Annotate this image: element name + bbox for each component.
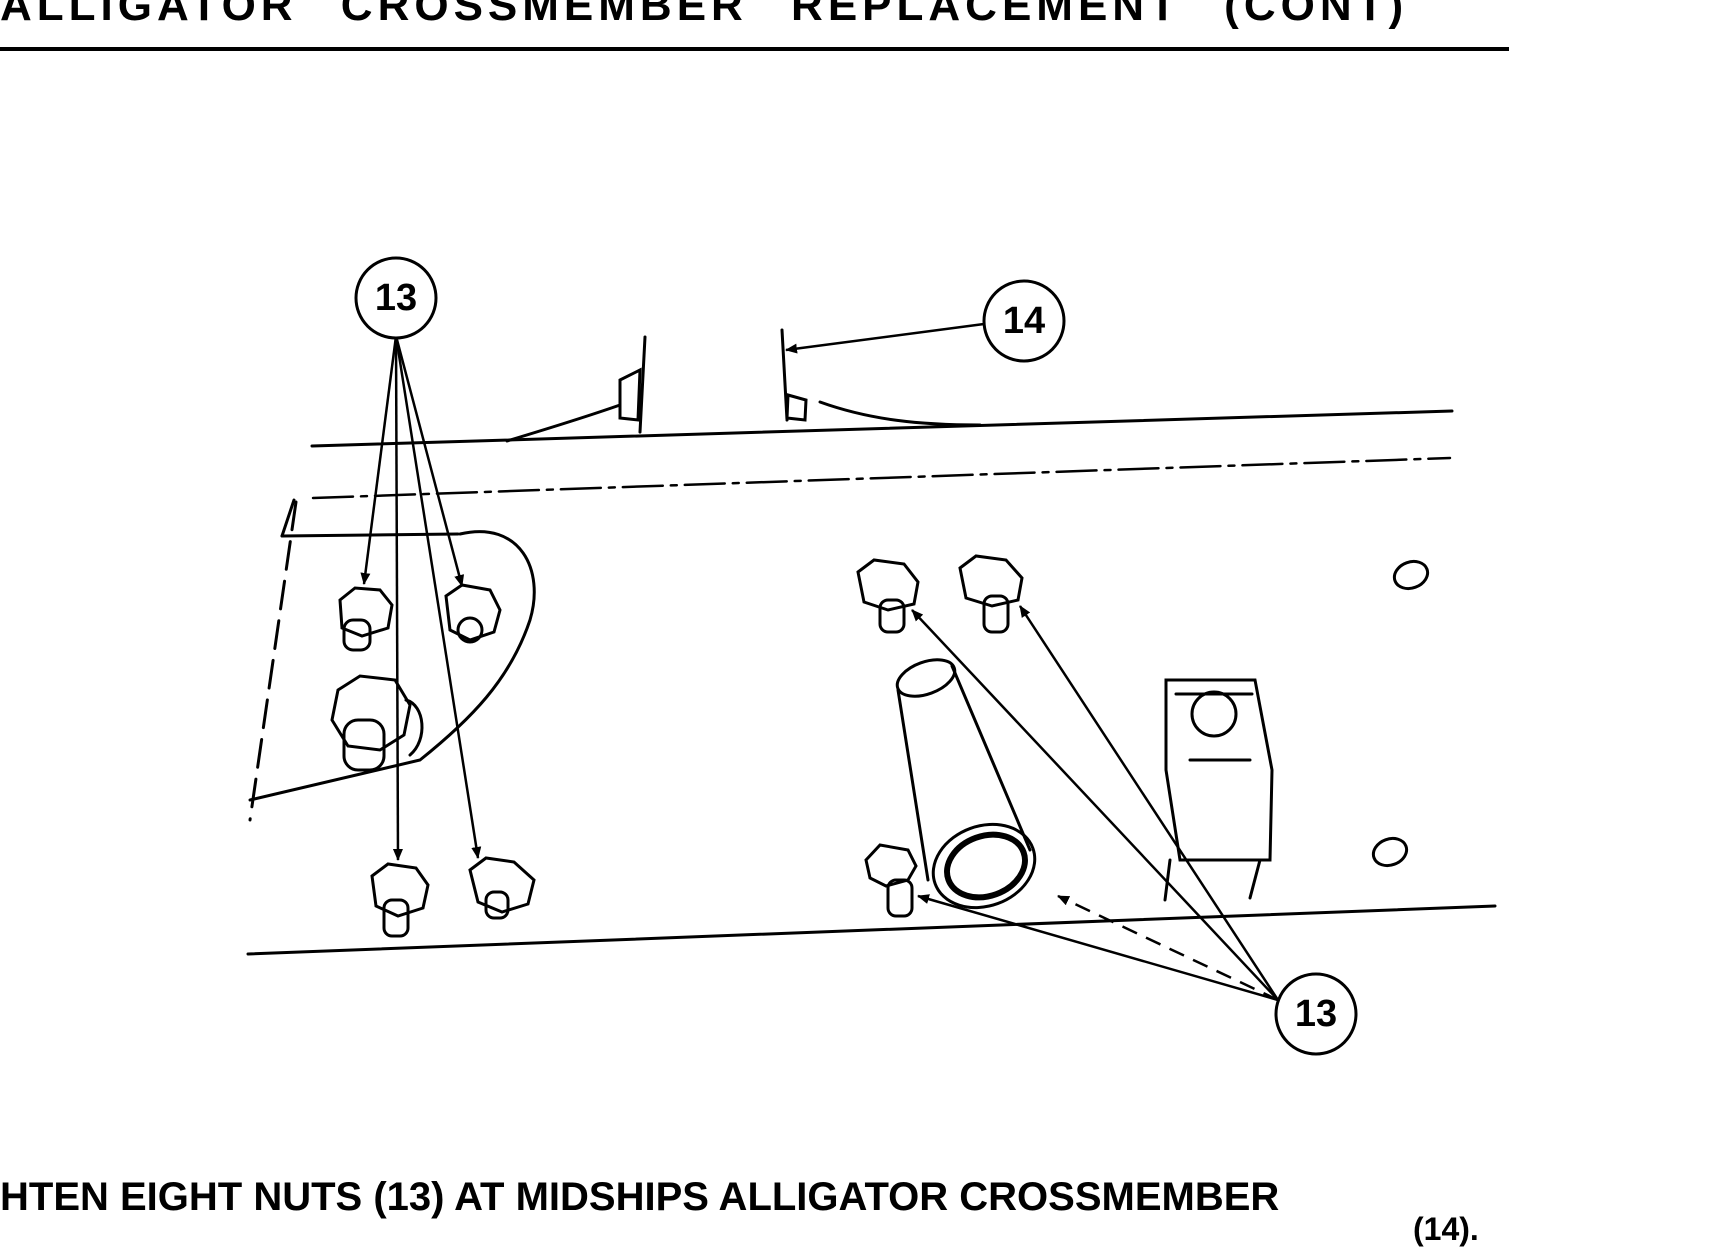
frame-centerline <box>311 456 1452 500</box>
leader-line <box>394 335 465 587</box>
mounting-hole <box>1371 836 1409 868</box>
title-underline <box>0 47 1509 51</box>
frame-bottom-edge <box>246 904 1497 956</box>
callout-14 <box>982 279 1066 363</box>
tube-spacer <box>895 658 1037 910</box>
nut <box>370 862 430 938</box>
page-title: ALLIGATOR CROSSMEMBER REPLACEMENT (CONT) <box>0 0 1409 30</box>
leader-line <box>785 322 985 354</box>
callout-label: 14 <box>1003 300 1045 342</box>
leader-line <box>917 894 1279 1002</box>
gusset-plate <box>248 530 536 802</box>
callout-label: 13 <box>375 277 417 319</box>
crossmember-ear-right <box>780 328 808 422</box>
nut <box>864 843 918 918</box>
nut <box>856 558 920 634</box>
large-bolt <box>330 674 424 772</box>
callout-label: 13 <box>1295 993 1337 1035</box>
leader-line <box>1018 605 1280 1001</box>
instruction-continuation: (14). <box>1413 1211 1479 1247</box>
mounting-block <box>1163 678 1274 902</box>
nut <box>468 856 536 920</box>
frame-left-boundary <box>248 500 298 822</box>
callout-13-lower <box>1274 972 1358 1056</box>
frame-top-edge <box>310 409 1454 448</box>
nut <box>444 583 502 644</box>
leader-line <box>911 609 1279 1001</box>
callout-13-upper <box>354 256 438 340</box>
leader-line <box>360 335 398 585</box>
leader-line <box>1057 894 1279 1002</box>
instruction-step: HTEN EIGHT NUTS (13) AT MIDSHIPS ALLIGAT… <box>0 1175 1280 1219</box>
leader-line <box>394 335 482 859</box>
nut <box>338 586 394 652</box>
mounting-hole <box>1392 559 1430 591</box>
nut <box>958 554 1024 634</box>
crossmember-ear-left <box>618 335 647 434</box>
leader-line <box>392 335 403 861</box>
